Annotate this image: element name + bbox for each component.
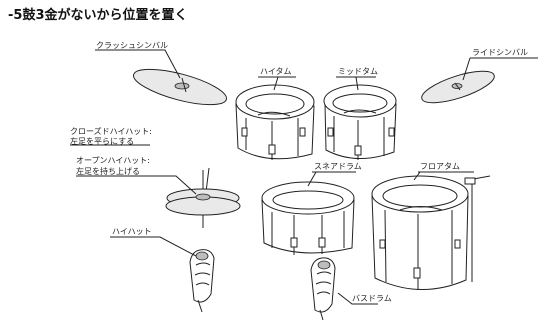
- label-hihat: ハイハット: [112, 227, 152, 236]
- high-tom-icon: [235, 84, 315, 160]
- label-floor-tom: フロアタム: [420, 162, 460, 171]
- diagram-heading: -5鼓3金がないから位置を置く: [8, 8, 188, 23]
- label-bass-drum: バスドラム: [352, 294, 392, 303]
- label-ride-cymbal: ライドシンバル: [472, 48, 528, 57]
- crash-cymbal-icon: [133, 68, 227, 106]
- label-open-hihat-instruction: 左足を持ち上げる: [76, 167, 140, 176]
- label-open-hihat-title: オープンハイハット:: [76, 156, 150, 165]
- leader-lines: [70, 49, 538, 305]
- label-mid-tom: ミッドタム: [338, 67, 378, 76]
- mid-tom-icon: [323, 84, 397, 160]
- ride-cymbal-icon: [421, 70, 495, 104]
- floor-tom-icon: [371, 175, 491, 290]
- label-crash-cymbal: クラッシュシンバル: [96, 41, 168, 50]
- label-high-tom: ハイタム: [260, 67, 292, 76]
- label-snare-drum: スネアドラム: [314, 162, 362, 171]
- label-closed-hihat-instruction: 左足を平らにする: [70, 137, 135, 146]
- bass-drum-foot-icon: [310, 257, 336, 321]
- snare-drum-icon: [261, 181, 355, 255]
- hihat-cymbal-icon: [165, 167, 241, 228]
- hihat-foot-icon: [189, 249, 215, 313]
- label-closed-hihat-title: クローズドハイハット:: [70, 127, 152, 136]
